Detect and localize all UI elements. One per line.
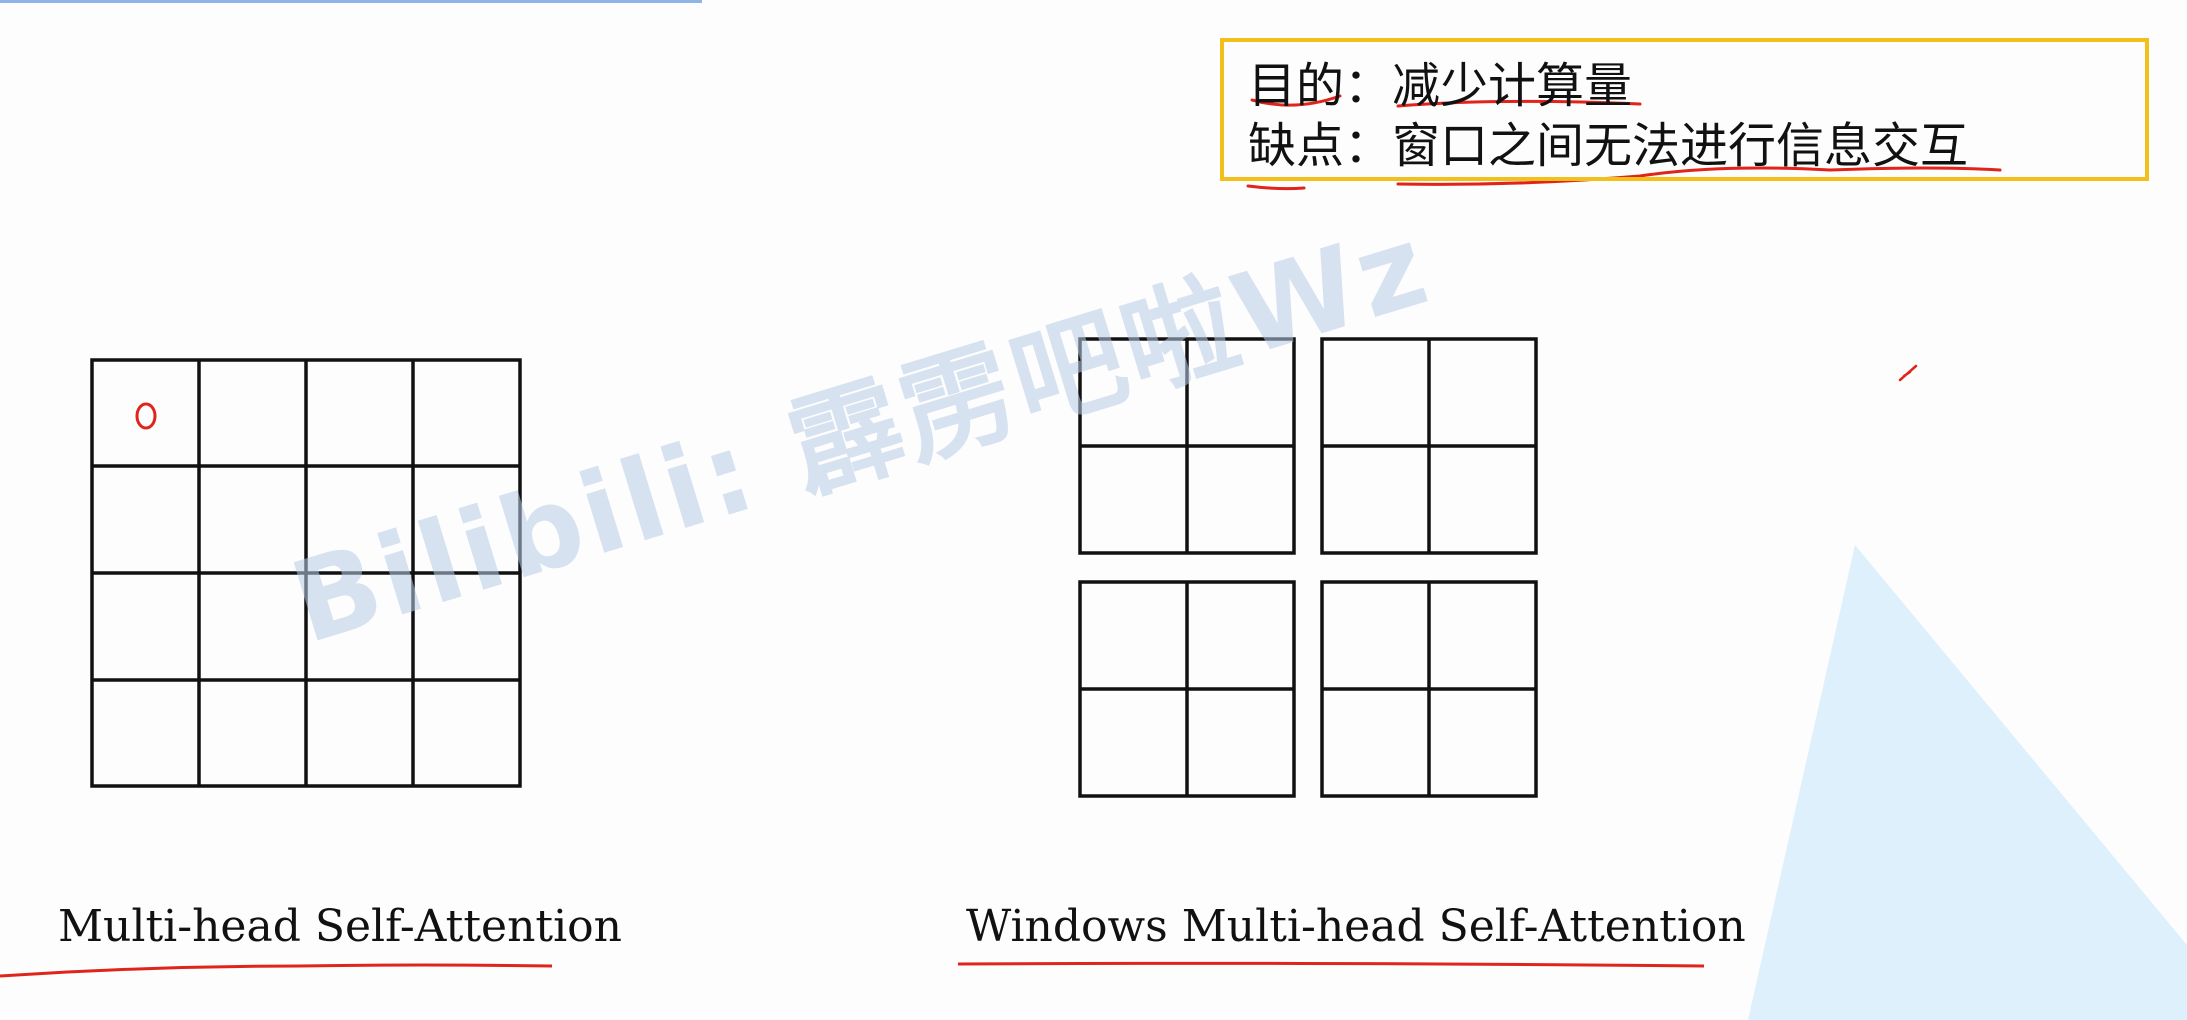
note-box: 目的：减少计算量 缺点：窗口之间无法进行信息交互: [1220, 38, 2149, 181]
underline-drawback-text: [1396, 166, 2002, 186]
purpose-note: 目的：减少计算量: [1248, 58, 1633, 114]
underline-left-caption: [0, 963, 553, 978]
underline-purpose-label: [1250, 94, 1342, 107]
top-highlight-bar: [0, 0, 702, 3]
pen-mark-zero: [135, 402, 157, 430]
drawback-note: 缺点：窗口之间无法进行信息交互: [1248, 118, 1969, 174]
window-bottom-right: [1320, 580, 1538, 798]
underline-purpose-text: [1396, 99, 1642, 108]
right-caption: Windows Multi-head Self-Attention: [966, 901, 1746, 952]
underline-right-caption: [957, 961, 1705, 968]
full-attention-grid: [90, 358, 522, 788]
corner-decoration: [1748, 545, 2187, 1020]
window-bottom-left: [1078, 580, 1296, 798]
pen-cursor-icon: [1898, 364, 1918, 382]
underline-drawback-label: [1246, 184, 1306, 191]
window-top-left: [1078, 337, 1296, 555]
window-grid: [1078, 337, 1538, 798]
window-top-right: [1320, 337, 1538, 555]
pen-underlines: [1246, 94, 2002, 191]
left-caption: Multi-head Self-Attention: [58, 901, 623, 952]
